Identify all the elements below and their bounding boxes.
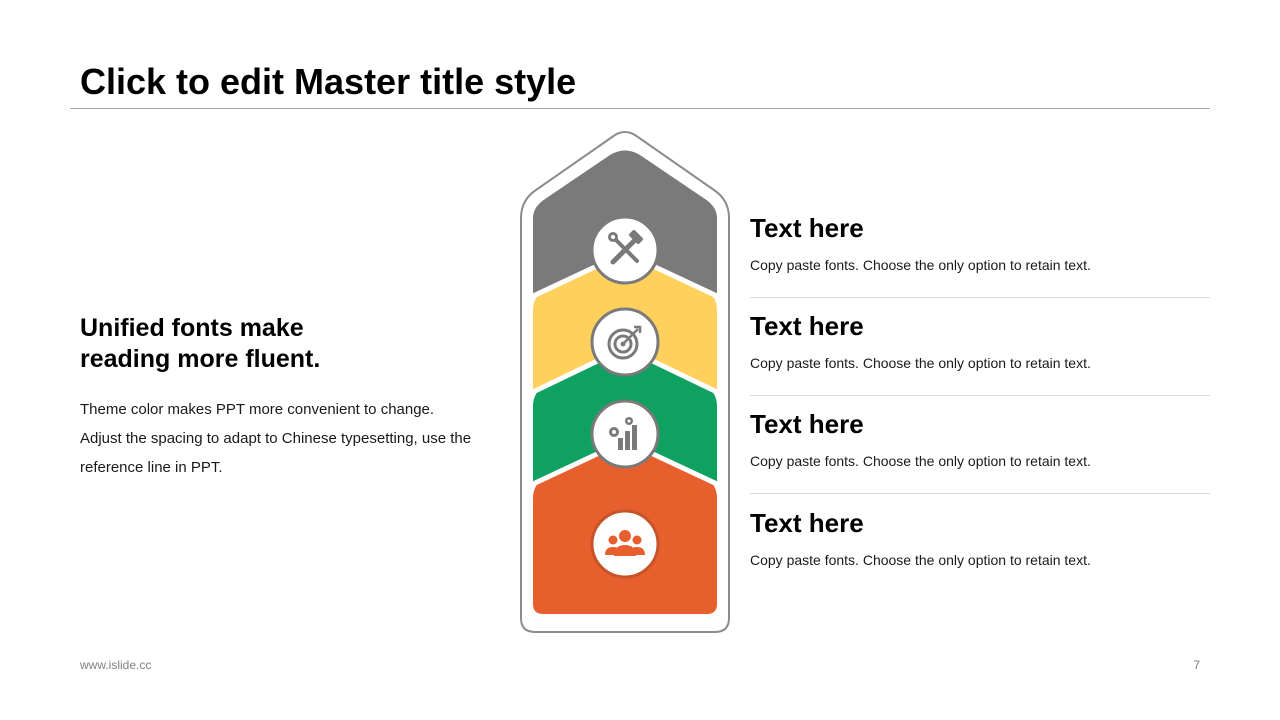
slide-title[interactable]: Click to edit Master title style <box>80 61 577 102</box>
item-divider <box>750 493 1210 494</box>
step-4-circle <box>590 509 660 579</box>
step-3-circle <box>590 399 660 469</box>
step-description[interactable]: Copy paste fonts. Choose the only option… <box>750 552 1091 568</box>
step-description[interactable]: Copy paste fonts. Choose the only option… <box>750 257 1091 273</box>
step-title[interactable]: Text here <box>750 409 864 439</box>
step-title[interactable]: Text here <box>750 213 864 243</box>
step-item-2: Text here Copy paste fonts. Choose the o… <box>750 298 1210 396</box>
footer-url: www.islide.cc <box>80 658 152 672</box>
step-description[interactable]: Copy paste fonts. Choose the only option… <box>750 355 1091 371</box>
left-body-line-1: Theme color makes PPT more convenient to… <box>80 401 435 418</box>
item-divider <box>750 297 1210 298</box>
arrow-step-graphic <box>520 131 730 633</box>
page-number: 7 <box>1193 658 1200 672</box>
step-title[interactable]: Text here <box>750 311 864 341</box>
tools-icon <box>608 230 643 265</box>
step-item-1: Text here Copy paste fonts. Choose the o… <box>750 200 1210 298</box>
step-description[interactable]: Copy paste fonts. Choose the only option… <box>750 453 1091 469</box>
left-body-text: Theme color makes PPT more convenient to… <box>80 395 510 482</box>
left-heading: Unified fonts make reading more fluent. <box>80 313 420 375</box>
step-item-4: Text here Copy paste fonts. Choose the o… <box>750 495 1210 593</box>
target-icon <box>607 325 642 360</box>
left-body-line-2: Adjust the spacing to adapt to Chinese t… <box>80 430 472 447</box>
step-item-3: Text here Copy paste fonts. Choose the o… <box>750 396 1210 494</box>
step-1-circle <box>590 215 660 285</box>
growth-chart-icon <box>609 417 637 450</box>
left-heading-line-2: reading more fluent. <box>80 345 321 373</box>
item-divider <box>750 395 1210 396</box>
title-divider <box>70 108 1210 109</box>
step-title[interactable]: Text here <box>750 508 864 538</box>
left-body-line-3: reference line in PPT. <box>80 459 223 476</box>
step-2-circle <box>590 307 660 377</box>
team-icon <box>605 530 645 556</box>
left-heading-line-1: Unified fonts make <box>80 314 304 342</box>
